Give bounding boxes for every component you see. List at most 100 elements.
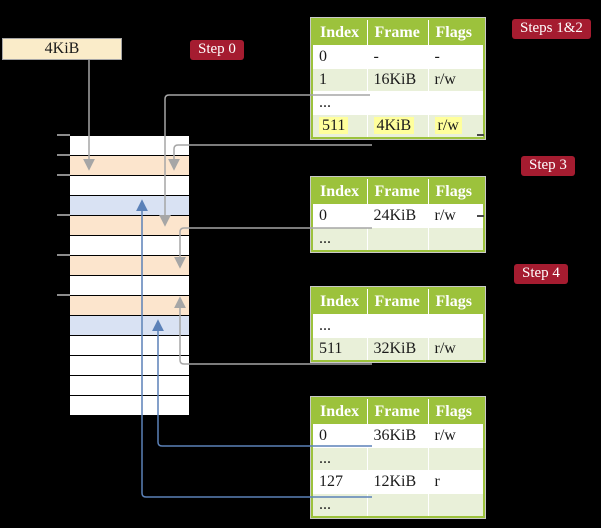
table-row: ...: [311, 314, 485, 338]
cell-flags: r/w: [427, 204, 485, 228]
header-flags: Flags: [427, 397, 485, 425]
table-row: 0 36KiB r/w: [311, 424, 485, 448]
table-row: ...: [311, 227, 485, 252]
cell-index: 0: [311, 45, 368, 69]
header-frame: Frame: [366, 18, 429, 46]
cell-index: ...: [311, 493, 368, 518]
table-row: 1 16KiB r/w: [311, 68, 485, 92]
steps-1-2-badge: Steps 1&2: [512, 19, 591, 39]
table-row: ...: [311, 447, 485, 471]
memory-row-9: [70, 296, 189, 316]
cell-flags: [427, 493, 485, 518]
header-frame: Frame: [366, 287, 429, 315]
cell-index: ...: [311, 447, 368, 471]
cell-flags: [427, 227, 485, 252]
table-header-row: Index Frame Flags: [311, 177, 485, 205]
page-table-1: Index Frame Flags 0 - - 1 16KiB r/w ...: [311, 18, 485, 139]
cell-frame: 12KiB: [366, 470, 429, 494]
memory-row-6: [70, 236, 189, 256]
highlighted-text: 511: [319, 117, 349, 134]
table-row: ...: [311, 91, 485, 115]
table-row: ...: [311, 493, 485, 518]
step-0-badge: Step 0: [190, 40, 244, 60]
step-3-badge: Step 3: [521, 156, 575, 176]
memory-row-7: [70, 256, 189, 276]
highlighted-text: 4KiB: [373, 117, 415, 134]
cell-frame: [366, 227, 429, 252]
memory-column: [70, 135, 189, 416]
cell-frame: 32KiB: [366, 337, 429, 362]
cell-frame: [366, 447, 429, 471]
tick-mark: [57, 254, 70, 256]
cell-flags: -: [427, 45, 485, 69]
cell-frame: [366, 314, 429, 338]
memory-row-1: [70, 136, 189, 156]
cell-frame: 4KiB: [366, 114, 429, 139]
tick-mark: [57, 134, 70, 136]
cell-frame: 16KiB: [366, 68, 429, 92]
memory-row-3: [70, 176, 189, 196]
header-frame: Frame: [366, 397, 429, 425]
header-frame: Frame: [366, 177, 429, 205]
memory-row-2: [70, 156, 189, 176]
highlighted-text: r/w: [434, 117, 462, 134]
cell-index: 0: [311, 424, 368, 448]
cell-flags: [427, 91, 485, 115]
cell-index: ...: [311, 91, 368, 115]
cell-flags: [427, 314, 485, 338]
tick-mark: [57, 154, 70, 156]
table-row: 127 12KiB r: [311, 470, 485, 494]
memory-row-11: [70, 336, 189, 356]
header-index: Index: [311, 287, 368, 315]
cell-frame: [366, 493, 429, 518]
row-pointer-stub: [477, 215, 484, 217]
cell-frame: -: [366, 45, 429, 69]
page-table-2: Index Frame Flags 0 24KiB r/w ...: [311, 177, 485, 252]
table-row: 511 32KiB r/w: [311, 337, 485, 362]
header-flags: Flags: [427, 287, 485, 315]
cell-flags: r/w: [427, 68, 485, 92]
cell-frame: 24KiB: [366, 204, 429, 228]
cell-flags: r/w: [427, 337, 485, 362]
memory-row-14: [70, 396, 189, 416]
memory-row-12: [70, 356, 189, 376]
cell-index: 511: [311, 337, 368, 362]
step-4-badge: Step 4: [514, 264, 568, 284]
header-index: Index: [311, 397, 368, 425]
table-row: 0 24KiB r/w: [311, 204, 485, 228]
tick-mark: [57, 174, 70, 176]
cell-index: 127: [311, 470, 368, 494]
page-table-base-pointer-box: 4KiB: [2, 38, 122, 60]
page-table-4: Index Frame Flags 0 36KiB r/w ... 127 12…: [311, 397, 485, 518]
page-table-3: Index Frame Flags ... 511 32KiB r/w: [311, 287, 485, 362]
cell-index: 511: [311, 114, 368, 139]
tick-mark: [57, 294, 70, 296]
table-header-row: Index Frame Flags: [311, 397, 485, 425]
memory-row-10: [70, 316, 189, 336]
cell-flags: [427, 447, 485, 471]
memory-row-13: [70, 376, 189, 396]
cell-index: ...: [311, 314, 368, 338]
header-flags: Flags: [427, 18, 485, 46]
cell-flags: r/w: [427, 114, 485, 139]
memory-row-8: [70, 276, 189, 296]
table-row: 0 - -: [311, 45, 485, 69]
header-index: Index: [311, 177, 368, 205]
cell-frame: 36KiB: [366, 424, 429, 448]
cell-frame: [366, 91, 429, 115]
arrow-table1-idx511-to-frame-4kib: [168, 144, 372, 171]
memory-row-5: [70, 216, 189, 236]
table-header-row: Index Frame Flags: [311, 287, 485, 315]
cell-flags: r: [427, 470, 485, 494]
cell-index: 1: [311, 68, 368, 92]
cell-flags: r/w: [427, 424, 485, 448]
table-row-highlighted: 511 4KiB r/w: [311, 114, 485, 139]
row-pointer-stub: [477, 134, 484, 136]
header-flags: Flags: [427, 177, 485, 205]
table-header-row: Index Frame Flags: [311, 18, 485, 46]
cell-index: 0: [311, 204, 368, 228]
cell-index: ...: [311, 227, 368, 252]
memory-row-4: [70, 196, 189, 216]
header-index: Index: [311, 18, 368, 46]
